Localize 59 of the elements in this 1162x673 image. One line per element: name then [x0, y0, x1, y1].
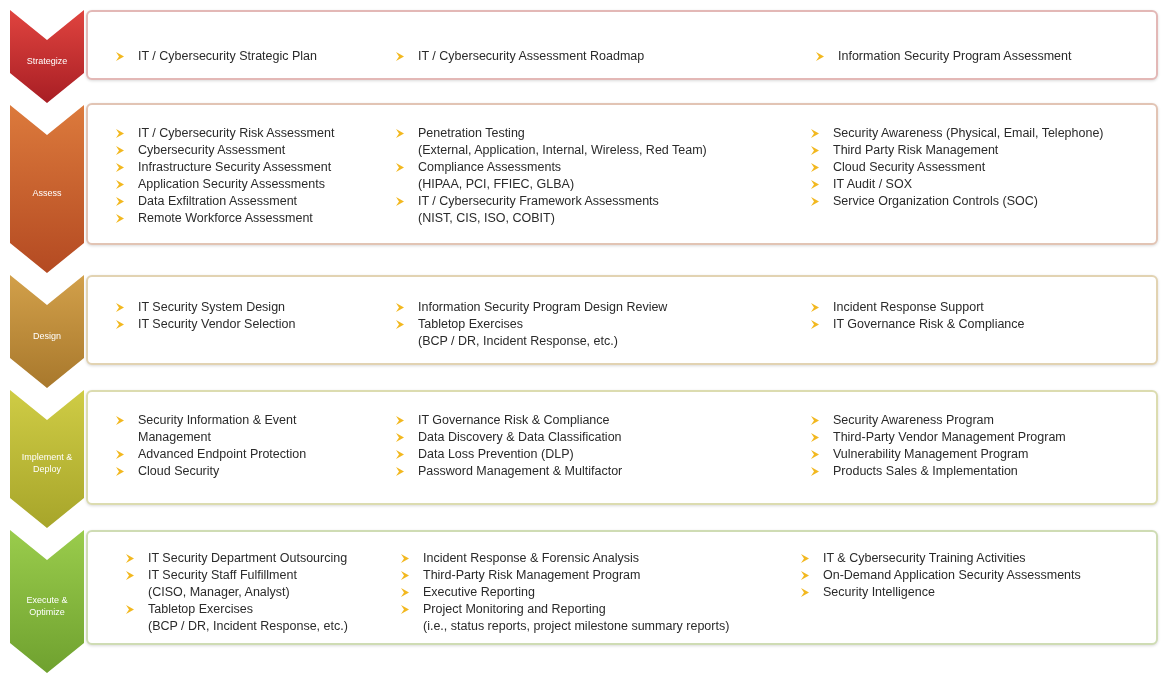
list-item: Information Security Program Assessment	[838, 48, 1072, 65]
list-item: Security Intelligence	[823, 584, 935, 601]
list-item: IT / Cybersecurity Framework Assessments (NIST, CIS, ISO, COBIT)	[418, 193, 659, 227]
stage-label: Implement & Deploy	[20, 451, 74, 475]
list-item: IT Security Department Outsourcing	[148, 550, 348, 567]
phase-banner	[10, 530, 84, 673]
list-item: IT / Cybersecurity Risk Assessment	[138, 125, 335, 142]
list-item: Third Party Risk Management	[833, 142, 999, 159]
service-panel	[86, 530, 1158, 645]
list-item: IT Audit / SOX	[833, 176, 912, 193]
list-item: Tabletop Exercises (BCP / DR, Incident Response, etc.)	[418, 316, 618, 350]
list-item: Compliance Assessments (HIPAA, PCI, FFIEC, GLBA)	[418, 159, 575, 193]
list-item: Data Exfiltration Assessment	[138, 193, 298, 210]
list-item: Products Sales & Implementation	[833, 463, 1018, 480]
list-item: On-Demand Application Security Assessments	[823, 567, 1081, 584]
list-item: IT Security Staff Fulfillment (CISO, Manager, Analyst)	[148, 567, 297, 601]
list-item: Third-Party Vendor Management Program	[833, 429, 1066, 446]
stage-label: Execute & Optimize	[25, 593, 69, 618]
list-item: Project Monitoring and Reporting (i.e., status reports, project milestone summary reports)	[423, 601, 730, 635]
list-item: Advanced Endpoint Protection	[138, 446, 307, 463]
phase-banner	[10, 390, 84, 528]
list-item: IT Security Vendor Selection	[138, 316, 296, 333]
phase-banner	[10, 105, 84, 273]
list-item: Remote Workforce Assessment	[138, 210, 313, 227]
service-panel	[86, 103, 1158, 245]
list-item: Cloud Security Assessment	[833, 159, 986, 176]
list-item: Infrastructure Security Assessment	[138, 159, 332, 176]
list-item: Application Security Assessments	[138, 176, 325, 193]
service-panel	[86, 275, 1158, 365]
list-item: Tabletop Exercises (BCP / DR, Incident Response, etc.)	[148, 601, 348, 635]
list-item: IT Governance Risk & Compliance	[833, 316, 1025, 333]
list-item: Security Awareness Program	[833, 412, 994, 429]
list-item: Third-Party Risk Management Program	[423, 567, 641, 584]
list-item: IT Security System Design	[138, 299, 286, 316]
list-item: Password Management & Multifactor	[418, 463, 623, 480]
service-panel	[86, 390, 1158, 505]
list-item: Security Information & Event Management	[138, 412, 298, 446]
stage-label: Design	[32, 329, 62, 342]
list-item: Incident Response & Forensic Analysis	[423, 550, 640, 567]
service-panel	[86, 10, 1158, 80]
list-item: Cloud Security	[138, 463, 220, 480]
list-item: Vulnerability Management Program	[833, 446, 1029, 463]
list-item: IT Governance Risk & Compliance	[418, 412, 610, 429]
list-item: Service Organization Controls (SOC)	[833, 193, 1038, 210]
list-item: Cybersecurity Assessment	[138, 142, 286, 159]
list-item: Data Loss Prevention (DLP)	[418, 446, 574, 463]
list-item: IT & Cybersecurity Training Activities	[823, 550, 1026, 567]
phase-banner	[10, 10, 84, 103]
phase-banner	[10, 275, 84, 388]
list-item: Incident Response Support	[833, 299, 984, 316]
list-item: Penetration Testing (External, Application, Internal, Wireless, Red Team)	[418, 125, 707, 159]
list-item: IT / Cybersecurity Strategic Plan	[138, 48, 317, 65]
list-item: Executive Reporting	[423, 584, 535, 601]
list-item: Data Discovery & Data Classification	[418, 429, 622, 446]
stage-label: Assess	[31, 187, 63, 199]
list-item: Information Security Program Design Review	[418, 299, 668, 316]
stage-label: Strategize	[25, 54, 69, 67]
list-item: Security Awareness (Physical, Email, Telephone)	[833, 125, 1104, 142]
list-item: IT / Cybersecurity Assessment Roadmap	[418, 48, 645, 65]
